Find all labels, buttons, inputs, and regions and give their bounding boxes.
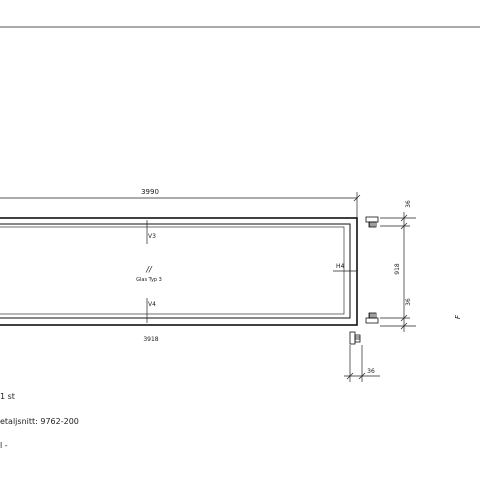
inner-width-label: 3918: [143, 336, 158, 343]
top-profile-label: 36: [405, 200, 412, 208]
section-label-right: H4: [336, 263, 345, 270]
side-profile-dimension: [344, 345, 380, 382]
top-profile-section: [365, 216, 379, 228]
section-label-bottom: V4: [148, 301, 156, 308]
reference-mark: F: [454, 314, 462, 319]
detail-note: etaljsnitt: 9762-200: [0, 417, 79, 426]
overall-width-label: 3990: [141, 188, 159, 196]
frame-height-label: 918: [394, 263, 401, 275]
bottom-profile-section: [365, 312, 379, 324]
overall-width-dimension: [0, 192, 361, 218]
glass-hatch-mark: //: [145, 265, 153, 274]
glass-type-label: Glas Typ 3: [136, 277, 162, 283]
side-profile-section: [349, 331, 361, 345]
quantity-note: 1 st: [0, 392, 15, 401]
window-frame: [0, 217, 358, 326]
vertical-dimension-chain: [380, 212, 416, 332]
bottom-profile-label: 36: [405, 298, 412, 306]
side-profile-label: 36: [367, 368, 375, 375]
other-note: l -: [0, 441, 8, 450]
section-label-top: V3: [148, 233, 156, 240]
